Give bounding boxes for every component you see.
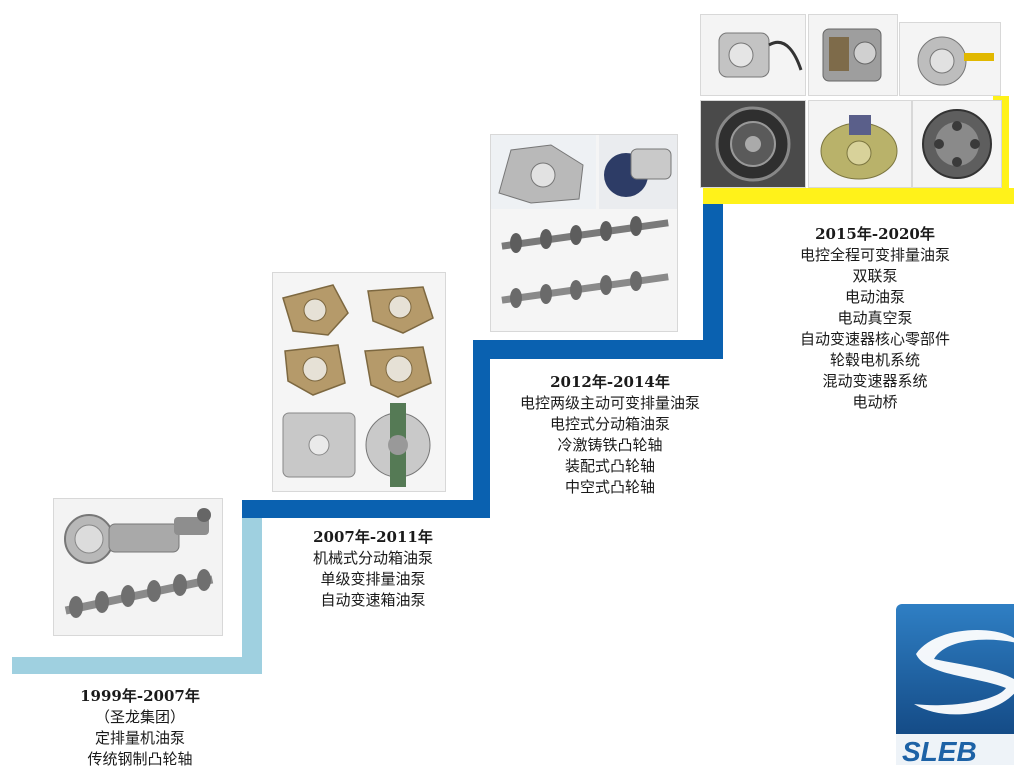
era-item: （圣龙集团） [94,708,185,726]
era4-product-photo-1 [700,14,806,96]
era-item: 电动桥 [852,393,898,411]
era-item: 自动变速箱油泵 [320,591,426,609]
era-item: 双联泵 [852,267,898,285]
era-item: 定排量机油泵 [94,729,185,747]
era-1999-2007-block: 1999年-2007年 （圣龙集团） 定排量机油泵 传统钢制凸轮轴 [40,686,240,770]
stair-step-1-riser [242,500,262,674]
era-2015-2020-block: 2015年-2020年 电控全程可变排量油泵 双联泵 电动油泵 电动真空泵 自动… [758,224,992,413]
era-item: 机械式分动箱油泵 [312,549,433,567]
stair-step-3-riser [703,200,723,359]
era-item: 电动真空泵 [837,309,913,327]
era-item: 混动变速器系统 [822,372,928,390]
stair-step-4-horizontal [703,188,1014,204]
era-item: 自动变速器核心零部件 [799,330,950,348]
era4-product-photo-2 [808,14,898,96]
era-item: 电控两级主动可变排量油泵 [519,394,700,412]
era-period-title: 1999年-2007年 [80,687,200,705]
era-item: 电动油泵 [844,288,905,306]
era-item: 装配式凸轮轴 [564,457,655,475]
era-item: 冷激铸铁凸轮轴 [557,436,663,454]
logo-lettering: SLEB [902,736,977,765]
era-item: 电控全程可变排量油泵 [799,246,950,264]
era4-product-photo-6 [912,100,1002,188]
era-item: 电控式分动箱油泵 [549,415,670,433]
stair-step-2-riser [473,340,490,518]
era4-product-photo-3 [899,22,1001,96]
era-2007-2011-block: 2007年-2011年 机械式分动箱油泵 单级变排量油泵 自动变速箱油泵 [268,527,478,611]
company-logo: SLEB [896,604,1014,765]
era4-product-photo-4 [700,100,806,188]
era-item: 传统钢制凸轮轴 [87,750,193,768]
era4-product-photo-5 [808,100,912,188]
era-period-title: 2015年-2020年 [815,225,935,243]
era-item: 中空式凸轮轴 [564,478,655,496]
stair-step-2-horizontal [242,500,490,518]
stair-step-3-horizontal [473,340,723,359]
era2-product-photo [272,272,446,492]
era-period-title: 2012年-2014年 [550,373,670,391]
era3-product-photo [490,134,678,332]
stair-step-1-horizontal [12,657,262,674]
era-2012-2014-block: 2012年-2014年 电控两级主动可变排量油泵 电控式分动箱油泵 冷激铸铁凸轮… [492,372,728,498]
era-period-title: 2007年-2011年 [313,528,433,546]
era1-product-photo [53,498,223,636]
era-item: 单级变排量油泵 [320,570,426,588]
era-item: 轮毂电机系统 [829,351,920,369]
